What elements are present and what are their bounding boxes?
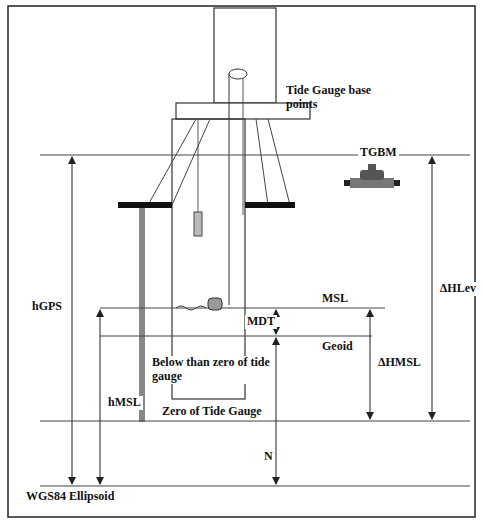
note-label: Below than zero of tide gauge <box>150 356 272 384</box>
topography-label: MDT <box>245 315 277 329</box>
height-label: N <box>262 450 275 464</box>
height-label: hGPS <box>30 300 64 314</box>
surface-label: MSL <box>322 292 348 306</box>
surface-label: Geoid <box>322 340 353 354</box>
gauge-base-label: Tide Gauge base points <box>286 84 382 112</box>
datum-label: Zero of Tide Gauge <box>160 405 264 419</box>
benchmark-label: TGBM <box>358 146 399 160</box>
height-label: ΔHLev <box>438 282 478 296</box>
datum-label: WGS84 Ellipsoid <box>26 490 114 504</box>
height-label: hMSL <box>106 396 143 410</box>
height-label: ΔHMSL <box>376 356 423 370</box>
